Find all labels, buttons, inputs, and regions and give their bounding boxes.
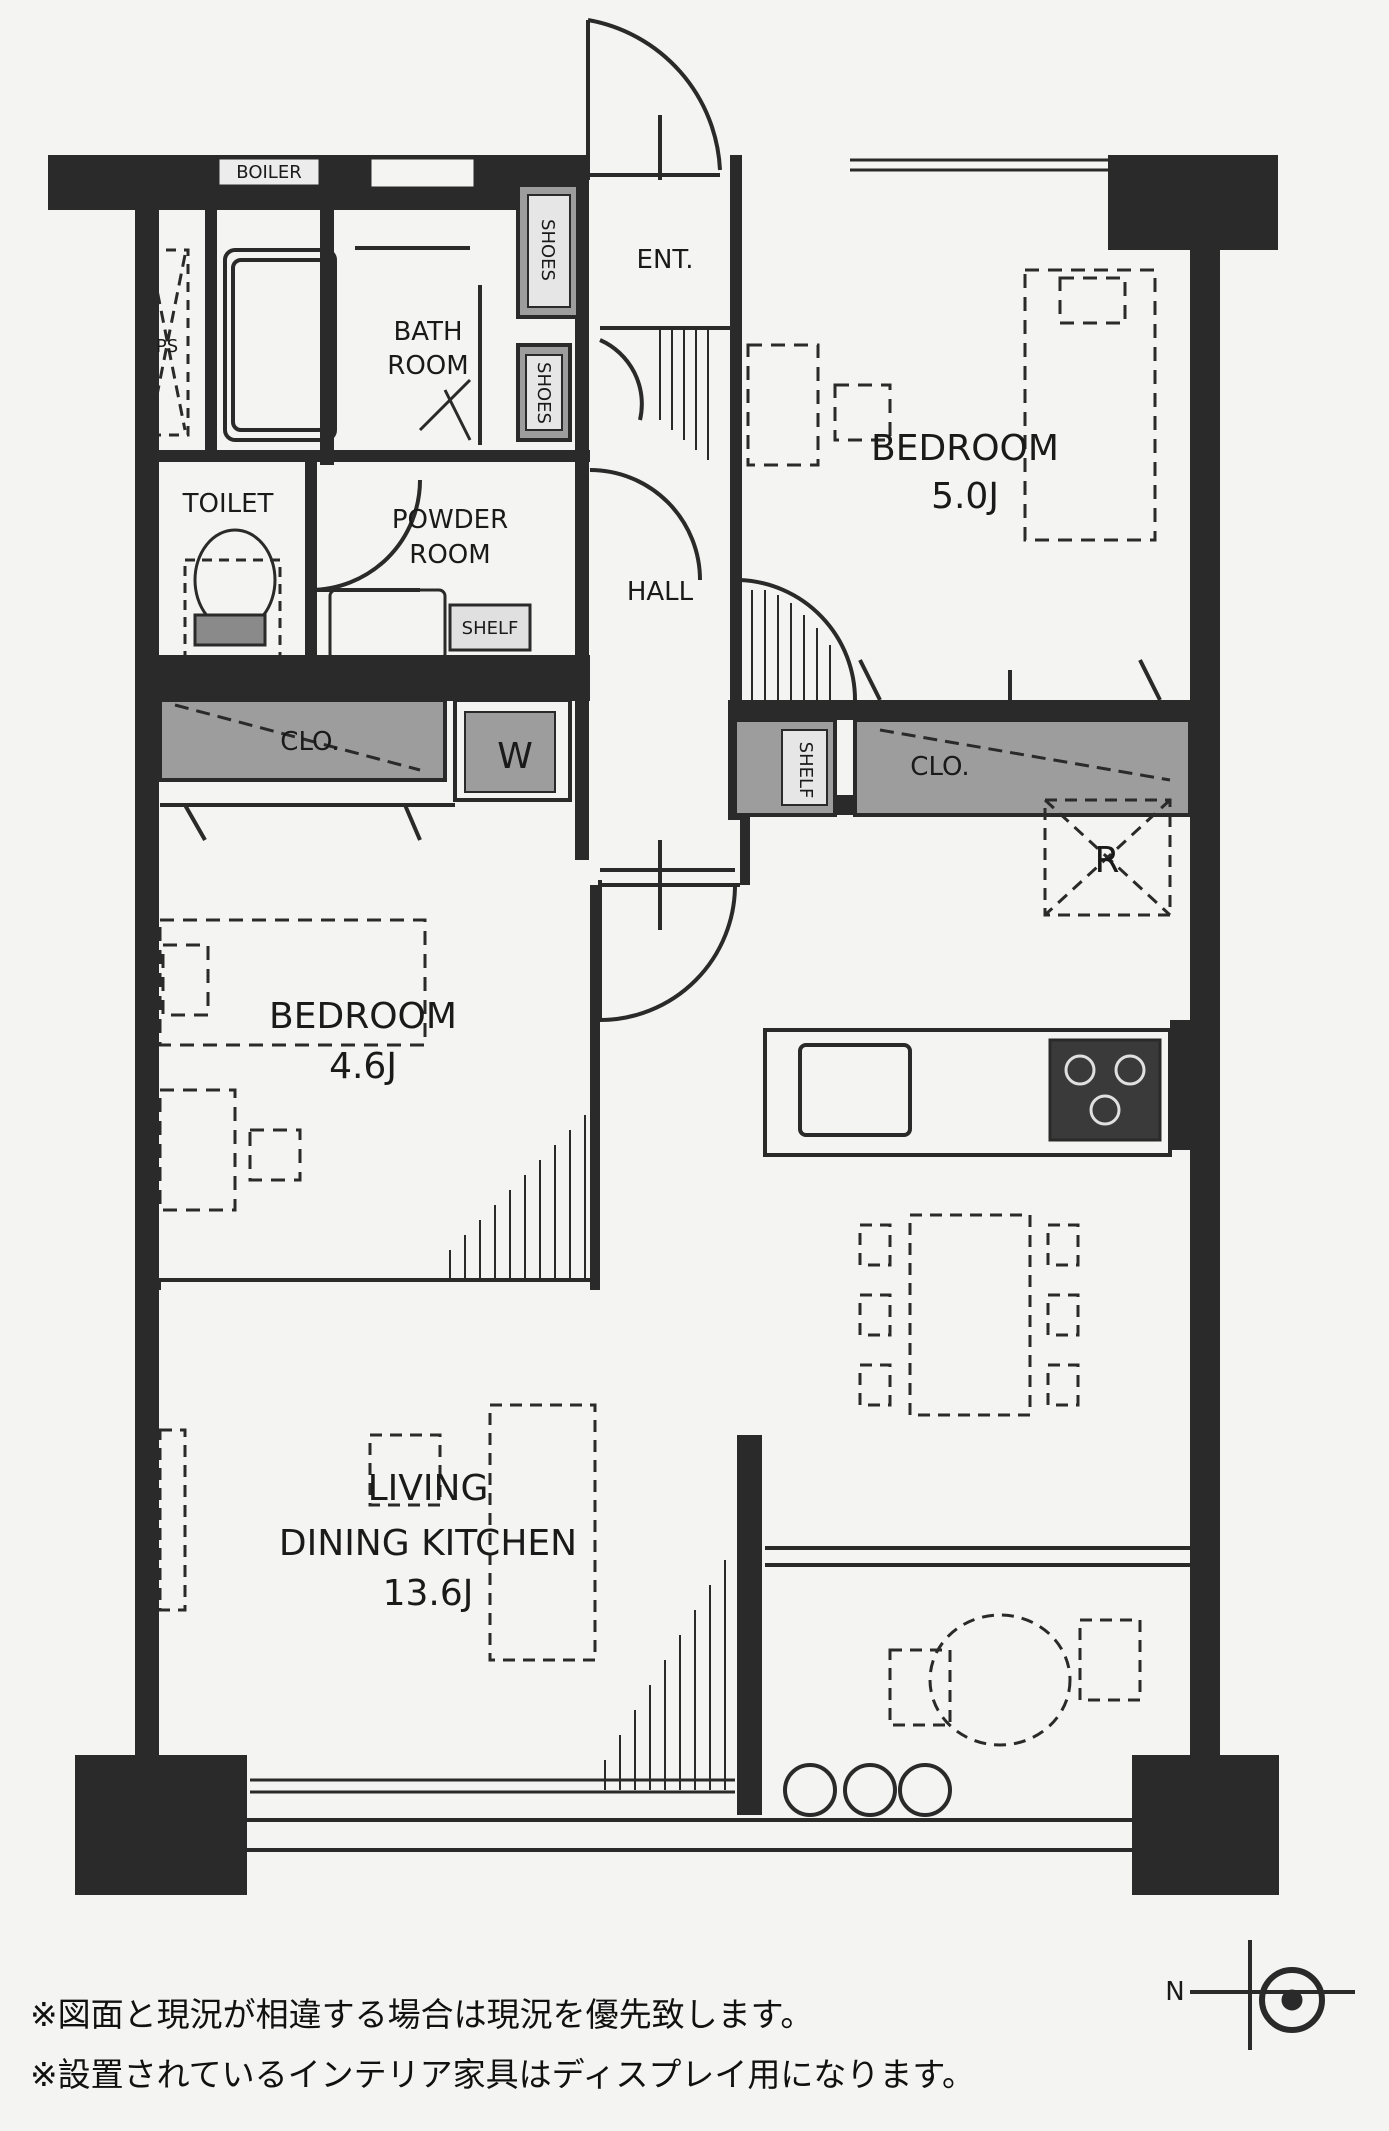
label-shoes-1: SHOES [537, 219, 558, 281]
windows [250, 158, 1108, 1794]
label-closet-1: CLO. [280, 727, 339, 757]
wardrobe [453, 698, 572, 802]
bedroom-1-furniture [746, 268, 1157, 542]
disclaimer-notes: ※図面と現況が相違する場合は現況を優先致します。 ※設置されているインテリア家具… [30, 1985, 1150, 2105]
bedroom-1-door [738, 578, 1162, 701]
hall-doors [589, 338, 737, 1022]
hall-door-hatch [659, 330, 709, 460]
label-dining-kitchen: DINING KITCHEN [279, 1523, 577, 1564]
thin-walls [157, 803, 1190, 1852]
boiler-box [216, 156, 322, 188]
closet-1 [158, 698, 447, 841]
walls [48, 155, 1279, 1895]
note-2: ※設置されているインテリア家具はディスプレイ用になります。 [30, 2055, 976, 2094]
bedroom-2-door-hatch [449, 1115, 586, 1280]
label-boiler: BOILER [236, 162, 301, 183]
label-bedroom-2-size: 4.6J [329, 1046, 397, 1087]
label-bath: BATH [393, 317, 462, 347]
label-ps: PS [156, 336, 178, 357]
compass-icon [1190, 1940, 1355, 2050]
living-furniture [158, 1403, 1142, 1747]
powder-room-fixtures [328, 378, 532, 662]
entrance-door [586, 18, 735, 330]
label-refrigerator: R [1094, 840, 1119, 881]
ps-shaft [146, 248, 190, 437]
label-ldk-size: 13.6J [383, 1573, 474, 1614]
label-living: LIVING [368, 1468, 489, 1509]
bedroom-2-furniture [158, 918, 427, 1212]
label-powder-room: ROOM [409, 540, 490, 570]
compass-north-label: N [1165, 1977, 1184, 2007]
label-closet-2: CLO. [910, 752, 969, 782]
label-shelf-powder: SHELF [462, 618, 519, 639]
label-bedroom-1: BEDROOM [871, 428, 1059, 469]
bathtub [223, 246, 482, 445]
toilet-fixture [183, 528, 282, 662]
label-shoes-2: SHOES [533, 362, 554, 424]
label-room: ROOM [387, 351, 468, 381]
label-bedroom-2: BEDROOM [269, 996, 457, 1037]
label-shelf-hall: SHELF [795, 742, 816, 799]
label-wardrobe: W [497, 736, 533, 777]
toilet-door [305, 479, 422, 592]
vent-box [368, 156, 477, 190]
note-1: ※図面と現況が相違する場合は現況を優先致します。 [30, 1995, 814, 2034]
dining-set [858, 1213, 1080, 1417]
label-hall: HALL [627, 577, 694, 607]
label-powder: POWDER [392, 505, 508, 535]
label-entrance: ENT. [637, 245, 694, 275]
bedroom-1-door-hatch [751, 590, 831, 700]
shoes-cabinets [516, 183, 580, 442]
label-toilet: TOILET [182, 489, 274, 519]
label-bedroom-1-size: 5.0J [931, 476, 999, 517]
ldk-door-hatch [604, 1560, 726, 1790]
balcony-planters [783, 1763, 952, 1817]
refrigerator [1043, 798, 1172, 917]
kitchen-counter [798, 1038, 1162, 1142]
